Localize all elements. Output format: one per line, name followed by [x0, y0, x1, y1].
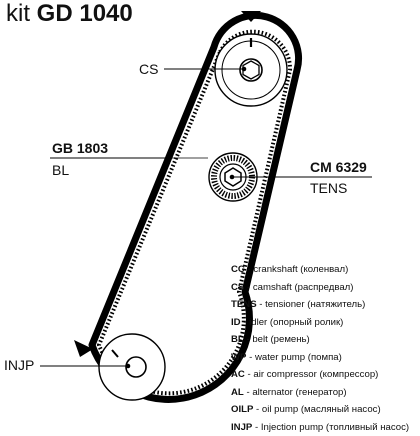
legend-abbr: WP: [231, 352, 246, 363]
legend-text: - crankshaft (коленвал): [245, 264, 348, 275]
legend-abbr: INJP: [231, 422, 252, 433]
camshaft-pulley: [215, 34, 287, 106]
legend-item: OILP - oil pump (масляный насос): [231, 401, 409, 419]
legend-item: ID - idler (опорный ролик): [231, 314, 409, 332]
kit-title: kit GD 1040: [6, 0, 133, 28]
legend-text: - idler (опорный ролик): [241, 317, 344, 328]
gb-part-type: BL: [52, 162, 69, 178]
legend-item: CC - crankshaft (коленвал): [231, 261, 409, 279]
legend-item: CS - camshaft (распредвал): [231, 279, 409, 297]
cm-part-type: TENS: [310, 180, 347, 196]
injp-label: INJP: [4, 357, 34, 373]
legend: CC - crankshaft (коленвал) CS - camshaft…: [231, 261, 409, 436]
cs-label: CS: [139, 61, 158, 77]
legend-item: AL - alternator (генератор): [231, 384, 409, 402]
cm-part-code: CM 6329: [310, 159, 367, 175]
legend-text: - air compressor (компрессор): [245, 369, 379, 380]
legend-text: - Injection pump (топливный насос): [252, 422, 409, 433]
legend-text: - water pump (помпа): [246, 352, 341, 363]
legend-abbr: CS: [231, 282, 244, 293]
legend-text: - alternator (генератор): [244, 387, 347, 398]
legend-abbr: TENS: [231, 299, 257, 310]
legend-item: TENS - tensioner (натяжитель): [231, 296, 409, 314]
legend-abbr: AL: [231, 387, 244, 398]
legend-abbr: OILP: [231, 404, 253, 415]
legend-text: - oil pump (масляный насос): [253, 404, 380, 415]
legend-item: AC - air compressor (компрессор): [231, 366, 409, 384]
legend-text: - belt (ремень): [244, 334, 310, 345]
legend-text: - camshaft (распредвал): [244, 282, 353, 293]
legend-text: - tensioner (натяжитель): [257, 299, 366, 310]
legend-abbr: CC: [231, 264, 245, 275]
legend-abbr: ID: [231, 317, 241, 328]
injection-pump-pulley: [99, 334, 165, 400]
gb-part-code: GB 1803: [52, 140, 108, 156]
legend-abbr: BL: [231, 334, 244, 345]
legend-item: WP - water pump (помпа): [231, 349, 409, 367]
legend-item: BL - belt (ремень): [231, 331, 409, 349]
legend-abbr: AC: [231, 369, 245, 380]
kit-title-prefix: kit: [6, 0, 30, 27]
legend-item: INJP - Injection pump (топливный насос): [231, 419, 409, 436]
kit-code: GD 1040: [37, 0, 133, 27]
